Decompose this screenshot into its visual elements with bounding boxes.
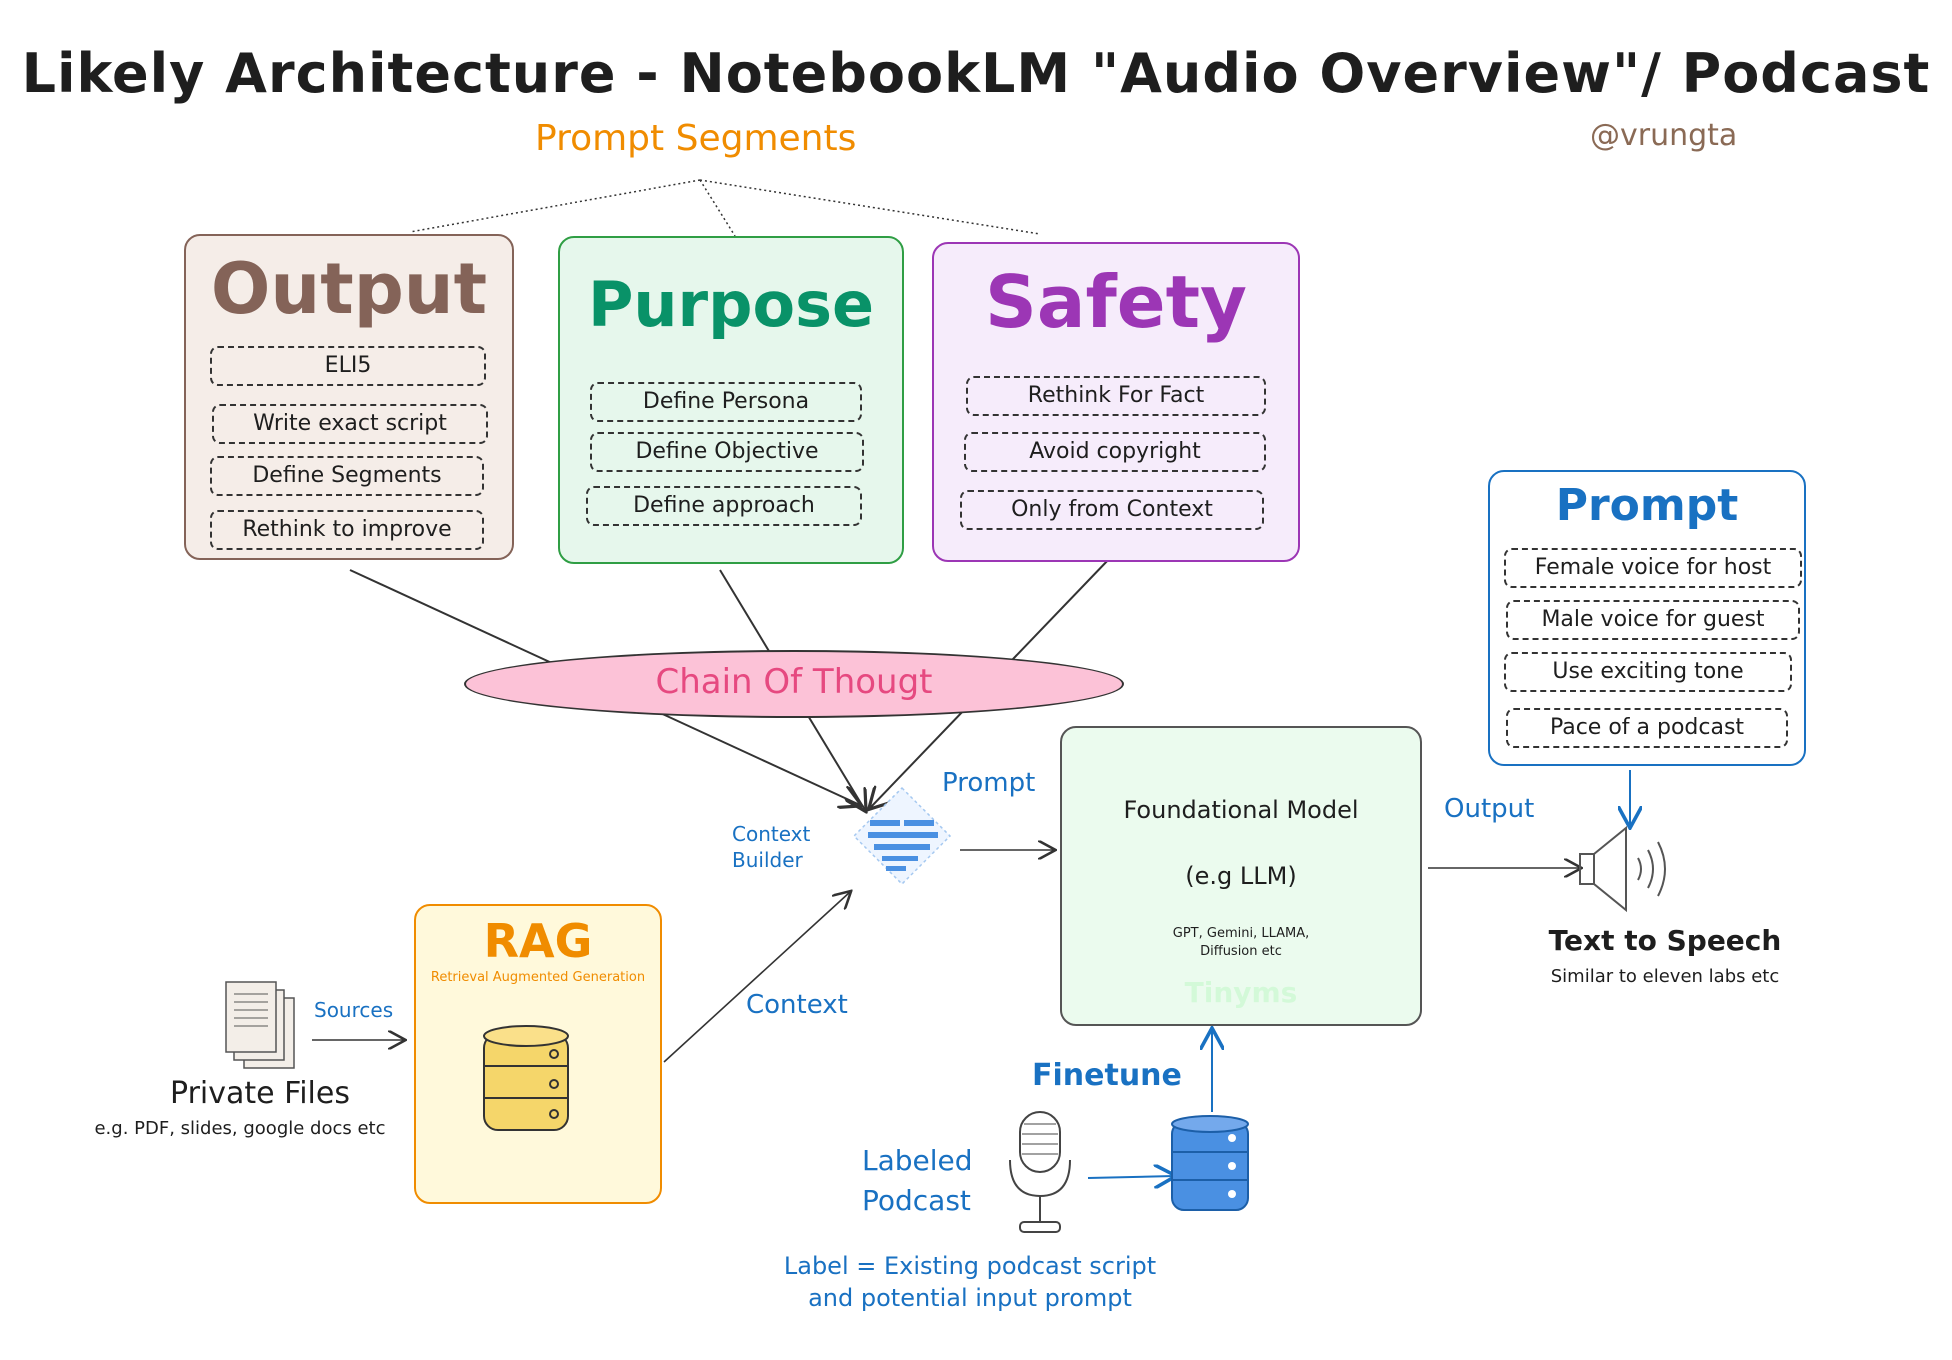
- model-examples-line1: GPT, Gemini, LLAMA,: [1172, 926, 1310, 941]
- rag-subtitle: Retrieval Augmented Generation: [430, 970, 646, 985]
- tts-prompt-item: Male voice for guest: [1506, 600, 1800, 640]
- purpose-card-title: Purpose: [587, 268, 875, 341]
- safety-item: Only from Context: [960, 490, 1264, 530]
- segment-dotted-line-purpose: [699, 179, 736, 237]
- context-builder-icon: [852, 786, 952, 886]
- rag-box: RAG Retrieval Augmented Generation: [414, 904, 662, 1204]
- safety-card-title: Safety: [985, 260, 1247, 344]
- labeled-podcast-line2: Podcast: [862, 1184, 971, 1217]
- model-title: Foundational Model: [1123, 796, 1359, 824]
- purpose-item: Define Persona: [590, 382, 862, 422]
- tts-subtitle: Similar to eleven labs etc: [1550, 966, 1780, 987]
- foundational-model-box: Foundational Model (e.g LLM) GPT, Gemini…: [1060, 726, 1422, 1026]
- purpose-card: Purpose Define Persona Define Objective …: [558, 236, 904, 564]
- labeled-podcast-line1: Labeled: [862, 1144, 973, 1177]
- output-card-title: Output: [210, 248, 488, 330]
- rag-title: RAG: [483, 914, 593, 968]
- output-edge-label: Output: [1444, 794, 1535, 824]
- output-item: ELI5: [210, 346, 486, 386]
- private-files-title: Private Files: [170, 1076, 350, 1111]
- segment-dotted-line-output: [409, 179, 701, 233]
- finetune-database-icon: [1170, 1114, 1250, 1214]
- chain-of-thought-ellipse: [464, 650, 1124, 718]
- label-note-line1: Label = Existing podcast script: [783, 1252, 1157, 1280]
- purpose-item: Define approach: [586, 486, 862, 526]
- tts-prompt-item: Pace of a podcast: [1506, 708, 1788, 748]
- chain-of-thought-label: Chain Of Thougt: [655, 662, 933, 702]
- speaker-icon: [1576, 820, 1676, 920]
- segment-dotted-line-safety: [699, 179, 1041, 235]
- safety-card: Safety Rethink For Fact Avoid copyright …: [932, 242, 1300, 562]
- arrow-rag-to-context: [663, 892, 850, 1063]
- documents-icon: [224, 980, 300, 1072]
- sources-edge-label: Sources: [314, 998, 394, 1022]
- tts-title: Text to Speech: [1548, 924, 1782, 957]
- output-card: Output ELI5 Write exact script Define Se…: [184, 234, 514, 560]
- output-item: Define Segments: [210, 456, 484, 496]
- private-files-subtitle: e.g. PDF, slides, google docs etc: [94, 1118, 386, 1139]
- microphone-icon: [1002, 1110, 1078, 1240]
- page-title: Likely Architecture - NotebookLM "Audio …: [21, 42, 1931, 105]
- model-examples-line2: Diffusion etc: [1200, 944, 1282, 959]
- prompt-segments-label: Prompt Segments: [535, 118, 857, 159]
- tts-prompt-item: Use exciting tone: [1504, 652, 1792, 692]
- purpose-item: Define Objective: [590, 432, 864, 472]
- context-edge-label: Context: [746, 990, 848, 1020]
- database-icon: [482, 1024, 572, 1140]
- model-watermark: Tinyms: [1184, 976, 1298, 1009]
- label-note-line2: and potential input prompt: [808, 1284, 1132, 1312]
- safety-item: Rethink For Fact: [966, 376, 1266, 416]
- prompt-edge-label: Prompt: [942, 768, 1036, 798]
- tts-prompt-box: Prompt Female voice for host Male voice …: [1488, 470, 1806, 766]
- author-handle: @vrungta: [1590, 118, 1738, 153]
- arrow-mic-to-db: [1087, 1176, 1174, 1178]
- tts-prompt-title: Prompt: [1555, 480, 1739, 531]
- context-builder-label-line2: Builder: [732, 848, 803, 872]
- finetune-edge-label: Finetune: [1032, 1058, 1182, 1093]
- output-item: Rethink to improve: [210, 510, 484, 550]
- context-builder-label-line1: Context: [732, 822, 811, 846]
- tts-prompt-item: Female voice for host: [1504, 548, 1802, 588]
- output-item: Write exact script: [212, 404, 488, 444]
- model-subtitle: (e.g LLM): [1185, 862, 1297, 890]
- safety-item: Avoid copyright: [964, 432, 1266, 472]
